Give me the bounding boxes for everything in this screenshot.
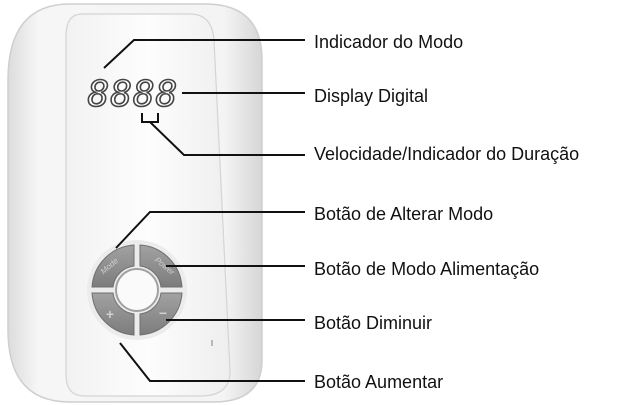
digital-display: 8888 [88, 74, 179, 115]
side-mark [211, 340, 213, 346]
button-cluster: Mode Power + − [87, 240, 187, 340]
callout-digital-display: Display Digital [314, 86, 429, 106]
power-button[interactable] [139, 244, 183, 288]
callout-speed-duration-indicator: Velocidade/Indicador do Duração [314, 144, 580, 164]
callout-mode-indicator: Indicador do Modo [314, 32, 464, 52]
plus-icon: + [106, 306, 114, 322]
callout-decrease-button: Botão Diminuir [314, 313, 433, 333]
leader-speed-indicator [149, 121, 305, 156]
callout-change-mode-button: Botão de Alterar Modo [314, 204, 494, 224]
callout-power-mode-button: Botão de Modo Alimentação [314, 259, 540, 279]
decrease-button[interactable] [139, 292, 183, 336]
leader-mode-indicator [103, 39, 305, 69]
increase-button[interactable] [91, 292, 135, 336]
leader-increase [119, 342, 305, 382]
callout-increase-button: Botão Aumentar [314, 372, 444, 392]
mode-button[interactable] [91, 244, 135, 288]
minus-icon: − [159, 305, 167, 321]
leader-change-mode [115, 211, 305, 249]
center-button[interactable] [115, 268, 159, 312]
